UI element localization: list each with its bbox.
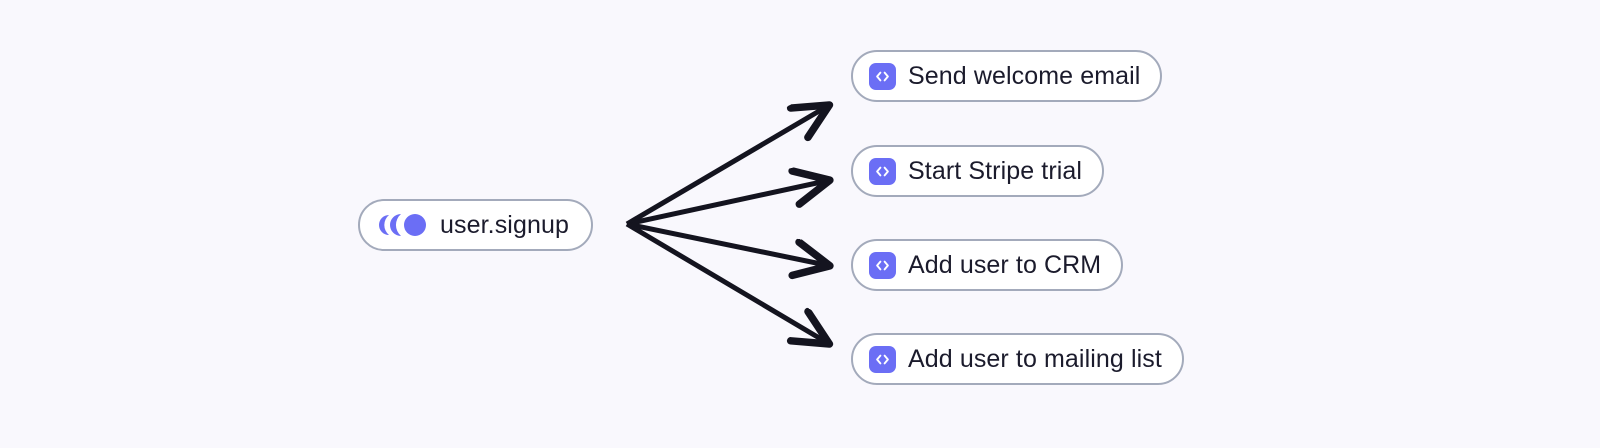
trigger-node-label: user.signup	[440, 210, 569, 239]
edge-trigger-to-n0	[625, 107, 826, 227]
event-pulse-icon	[378, 212, 428, 238]
edge-trigger-to-n2	[626, 221, 826, 265]
action-node-add-user-to-crm[interactable]: Add user to CRM	[851, 239, 1124, 291]
action-node-label: Start Stripe trial	[908, 156, 1083, 185]
action-node-label: Send welcome email	[908, 61, 1141, 90]
edge-trigger-to-n3	[625, 221, 826, 342]
code-badge-icon	[869, 157, 896, 185]
trigger-node[interactable]: user.signup	[358, 199, 593, 251]
action-node-start-stripe-trial[interactable]: Start Stripe trial	[851, 145, 1105, 197]
action-node-send-welcome-email[interactable]: Send welcome email	[851, 50, 1163, 102]
action-node-label: Add user to mailing list	[908, 344, 1162, 373]
code-badge-icon	[869, 251, 896, 279]
code-badge-icon	[869, 345, 896, 373]
code-badge-icon	[869, 62, 896, 90]
action-node-label: Add user to CRM	[908, 250, 1102, 279]
edge-trigger-to-n1	[626, 181, 826, 227]
action-node-add-user-to-mailing-list[interactable]: Add user to mailing list	[851, 333, 1184, 385]
